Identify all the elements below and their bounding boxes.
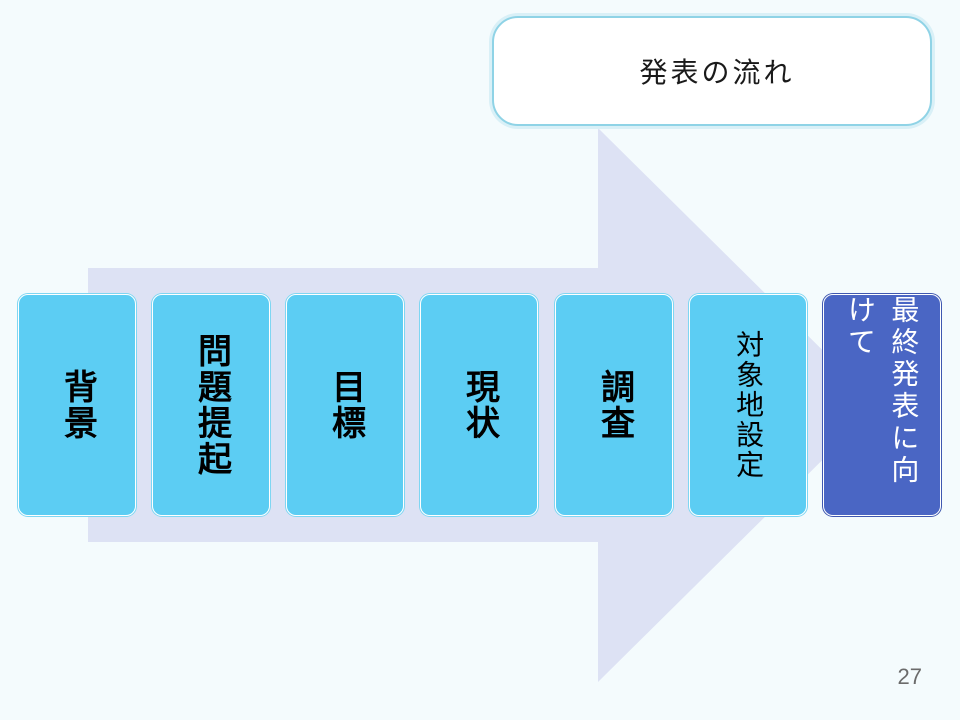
slide-title: 発表の流れ: [639, 56, 795, 89]
step-background: 背景: [18, 294, 136, 516]
page-number: 27: [897, 664, 922, 689]
step-label: 背景: [57, 369, 98, 441]
step-label: 調査: [594, 369, 635, 441]
title-box: 発表の流れ: [492, 16, 932, 126]
step-target-site: 対象地設定: [689, 294, 807, 516]
step-label: 目標: [325, 369, 366, 441]
step-current-state: 現状: [420, 294, 538, 516]
step-label: 現状: [459, 369, 500, 441]
step-goal: 目標: [286, 294, 404, 516]
step-survey: 調査: [555, 294, 673, 516]
step-label: 対象地設定: [732, 330, 766, 480]
step-label: 最終発表に向けて: [844, 295, 921, 487]
step-problem: 問題提起: [152, 294, 270, 516]
step-label: 問題提起: [191, 333, 232, 477]
step-final-presentation: 最終発表に向けて: [823, 294, 941, 516]
